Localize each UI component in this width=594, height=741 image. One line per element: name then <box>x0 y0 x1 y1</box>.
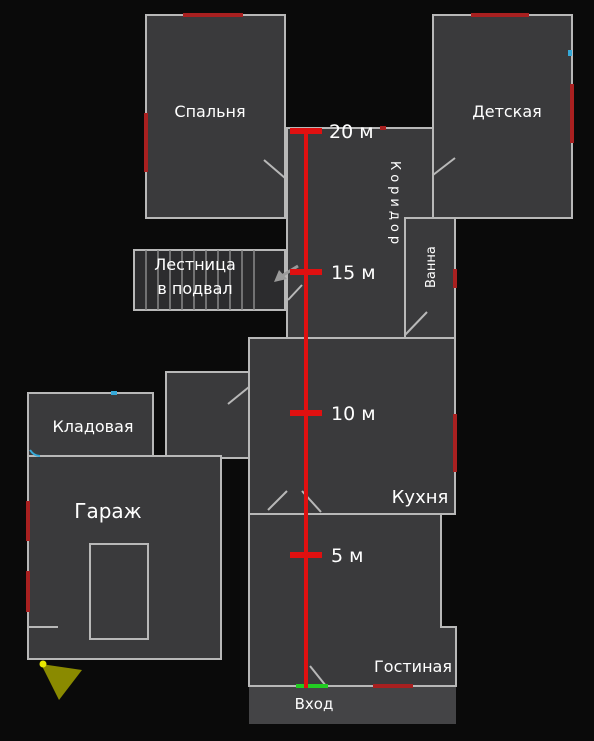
sensor-icon <box>29 449 41 457</box>
windows <box>26 13 574 688</box>
camera-cone-icon <box>41 664 82 700</box>
entrance-label: Вход <box>295 695 334 713</box>
scale-label-15m: 15 м <box>331 262 376 284</box>
kids-room-label: Детская <box>472 102 542 121</box>
bath-label: Ванна <box>424 246 439 288</box>
stairs-arrow-icon <box>274 264 299 282</box>
stairs-label: Лестница <box>154 255 236 274</box>
scale-label-20m: 20 м <box>329 121 374 143</box>
camera-icon[interactable] <box>39 660 47 668</box>
kids-room[interactable] <box>432 14 573 219</box>
sensor-icon <box>568 50 572 56</box>
bedroom-room[interactable] <box>145 14 286 219</box>
sensor-icon <box>111 391 117 395</box>
car-outline <box>89 543 149 640</box>
porch <box>249 686 456 724</box>
stairs-area[interactable] <box>133 249 286 311</box>
kitchen-label: Кухня <box>392 487 449 508</box>
kitchen-room[interactable] <box>248 337 456 515</box>
sensors <box>29 50 572 457</box>
corridor-label: Коридор <box>387 161 402 248</box>
stair-treads <box>145 250 255 310</box>
garage-label: Гараж <box>74 499 141 523</box>
measure-ticks <box>290 128 322 558</box>
bedroom-label: Спальня <box>174 102 245 121</box>
storage-room[interactable] <box>27 392 154 457</box>
scale-label-10m: 10 м <box>331 403 376 425</box>
storage-label: Кладовая <box>52 417 133 436</box>
living-label: Гостиная <box>374 657 452 676</box>
scale-label-5m: 5 м <box>331 545 363 567</box>
garage-room[interactable] <box>27 455 222 660</box>
stairs-label-2: в подвал <box>157 279 232 298</box>
hall-room[interactable] <box>165 371 250 459</box>
